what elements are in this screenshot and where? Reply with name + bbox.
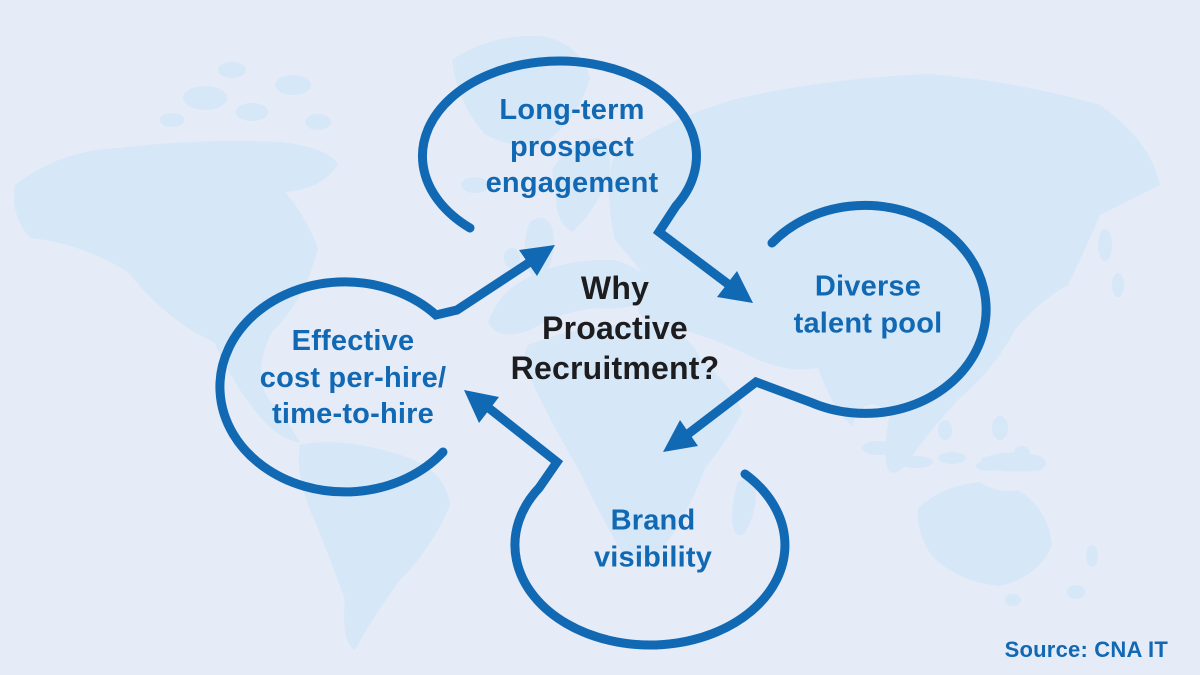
diagram-title: Why Proactive Recruitment? [510,270,720,386]
node-label-effective-cost-per-hire: Effective cost per-hire/ time-to-hire [259,325,447,431]
bottom-node-ring [485,404,790,650]
node-label-long-term-prospect-engagement: Long-term prospect engagement [485,94,659,200]
map-europe [488,259,660,335]
map-australia [917,482,1052,586]
left-node-ring [215,257,535,497]
map-asia [609,74,1160,473]
arrowhead-left-to-top [519,245,555,276]
map-north-america [14,140,338,443]
arrowhead-bottom-to-left [464,390,499,423]
top-node-ring [417,56,733,289]
source-attribution: Source: CNA IT [1004,637,1168,662]
node-label-brand-visibility: Brand visibility [593,504,713,573]
right-node-ring [683,200,991,439]
node-label-diverse-talent-pool: Diverse talent pool [793,270,943,339]
arrowhead-top-to-right [717,271,753,303]
map-africa [524,324,742,559]
arrowhead-right-to-bottom [663,420,698,452]
